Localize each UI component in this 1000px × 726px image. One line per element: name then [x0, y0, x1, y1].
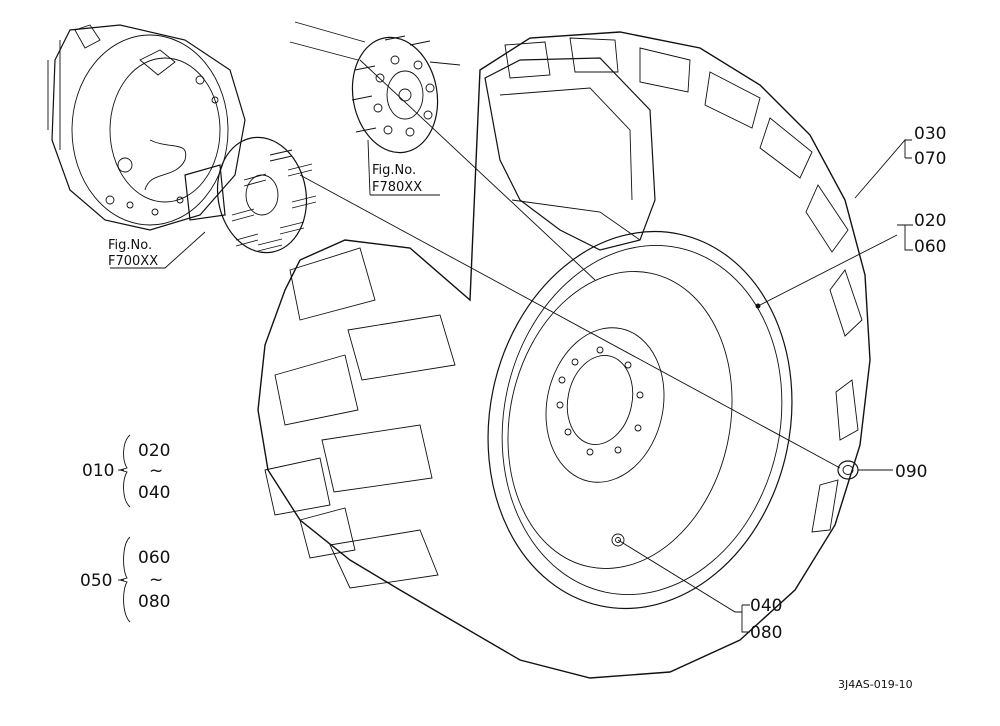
tire [257, 31, 871, 679]
assembly-050-from: 060 [138, 548, 170, 568]
fig-ref-f700-line1: Fig.No. [108, 238, 152, 253]
callout-tire-030: 030 [914, 124, 946, 144]
fig-ref-f780-line2: F780XX [372, 180, 422, 195]
callout-rim-020: 020 [914, 211, 946, 231]
axle-hub-flange [184, 136, 317, 254]
assembly-010-to: 040 [138, 483, 170, 503]
assembly-050-range: ~ [149, 570, 163, 590]
assembly-050-to: 080 [138, 592, 170, 612]
alternate-hub [289, 21, 461, 154]
callout-tire-070: 070 [914, 149, 946, 169]
drawing-code: 3J4AS-019-10 [838, 678, 913, 691]
assembly-050-id: 050 [80, 571, 112, 591]
assembly-010-id: 010 [82, 461, 114, 481]
fig-ref-f700-line2: F700XX [108, 254, 158, 269]
fig-ref-f780-line1: Fig.No. [372, 163, 416, 178]
callout-valve-080: 080 [750, 623, 782, 643]
assembly-010-range: ~ [149, 461, 163, 481]
wheel-rim [487, 230, 793, 610]
callout-nut-090: 090 [895, 462, 927, 482]
callout-rim-060: 060 [914, 237, 946, 257]
callout-valve-040: 040 [750, 596, 782, 616]
final-drive-housing [47, 24, 246, 231]
assembly-010-from: 020 [138, 441, 170, 461]
